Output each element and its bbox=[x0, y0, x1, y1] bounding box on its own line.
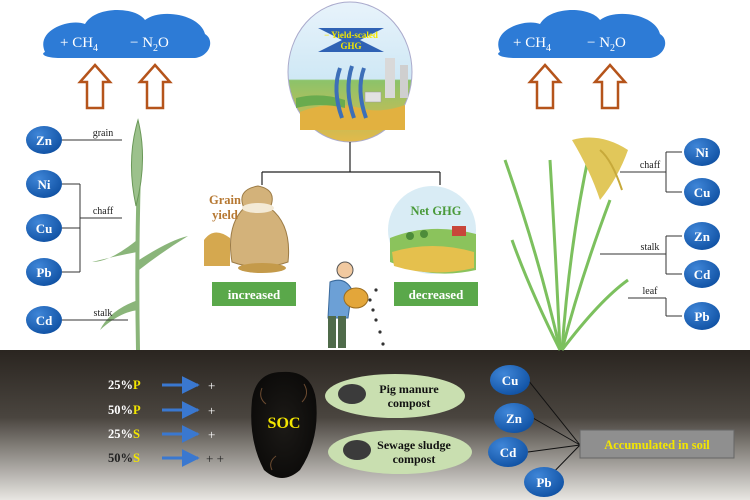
rice-metal-cu: Cu bbox=[684, 178, 720, 206]
wheat-stalk-label: stalk bbox=[94, 308, 113, 319]
rice-connector-lines bbox=[600, 151, 682, 317]
svg-text:Cu: Cu bbox=[694, 185, 711, 200]
wheat-chaff-label: chaff bbox=[93, 206, 114, 217]
grain-yield-label-line1: Grain bbox=[209, 193, 241, 207]
treatment-3-effect: + bbox=[208, 427, 215, 442]
rice-metal-pb: Pb bbox=[684, 302, 720, 330]
soil-band bbox=[0, 350, 750, 500]
soc-blob: SOC bbox=[251, 371, 317, 478]
farmer-figure bbox=[327, 261, 385, 348]
treatment-1-effect: + bbox=[208, 378, 215, 393]
svg-text:Cu: Cu bbox=[36, 221, 53, 236]
treatment-3-pct: 25%S bbox=[108, 427, 140, 441]
rice-leaf-label: leaf bbox=[643, 286, 659, 297]
svg-text:Pb: Pb bbox=[536, 475, 551, 490]
wheat-metal-zn: Zn bbox=[26, 126, 62, 154]
rice-metal-cd: Cd bbox=[684, 260, 720, 288]
treatment-1-pct: 25%P bbox=[108, 378, 141, 392]
yield-scaled-ghg-oval: − Yield-scaled GHG bbox=[287, 1, 413, 143]
net-ghg-label: Net GHG bbox=[410, 204, 461, 218]
treatment-row-3: 25%S + bbox=[108, 425, 215, 443]
oval-connector bbox=[261, 142, 441, 185]
treatment-4-effect: + + bbox=[206, 451, 224, 466]
treatment-row-1: 25%P + bbox=[108, 376, 215, 394]
sewage-sludge-line1: Sewage sludge bbox=[377, 438, 451, 452]
svg-text:Pb: Pb bbox=[36, 265, 51, 280]
n2o-label-right: − N2O bbox=[587, 35, 626, 54]
up-arrow-right-1 bbox=[527, 63, 563, 110]
soil-metal-cu: Cu bbox=[490, 365, 530, 395]
accumulated-in-soil-label: Accumulated in soil bbox=[604, 438, 710, 452]
sewage-sludge-line2: compost bbox=[393, 452, 436, 466]
rice-plant bbox=[503, 137, 629, 351]
svg-text:Zn: Zn bbox=[694, 229, 711, 244]
cloud-right: + CH4 − N2O bbox=[498, 9, 666, 58]
net-ghg-illustration bbox=[388, 186, 476, 274]
sewage-sludge-compost-pill: Sewage sludge compost bbox=[328, 430, 472, 474]
ch4-label-right: + CH4 bbox=[513, 35, 551, 54]
treatment-2-pct: 50%P bbox=[108, 403, 141, 417]
soc-label: SOC bbox=[268, 415, 301, 432]
up-arrow-right-2 bbox=[592, 63, 628, 110]
net-ghg-status: decreased bbox=[409, 287, 464, 302]
wheat-metal-cu: Cu bbox=[26, 214, 62, 242]
grain-yield-status: increased bbox=[228, 287, 281, 302]
ch4-label-left: + CH4 bbox=[60, 35, 98, 54]
up-arrow-left-2 bbox=[137, 63, 173, 110]
up-arrow-left-1 bbox=[77, 63, 113, 110]
rice-chaff-label: chaff bbox=[640, 160, 661, 171]
wheat-metal-ni: Ni bbox=[26, 170, 62, 198]
grain-sack-illustration bbox=[204, 185, 290, 273]
grain-yield-status-box: increased bbox=[212, 282, 296, 306]
rice-metal-ni: Ni bbox=[684, 138, 720, 166]
svg-text:Cu: Cu bbox=[502, 373, 519, 388]
svg-text:Cd: Cd bbox=[694, 267, 711, 282]
accumulated-in-soil-box: Accumulated in soil bbox=[579, 429, 735, 459]
soil-metal-zn: Zn bbox=[494, 403, 534, 433]
wheat-metal-pb: Pb bbox=[26, 258, 62, 286]
rice-stalk-label: stalk bbox=[641, 242, 660, 253]
ghg-title: GHG bbox=[340, 41, 361, 51]
yield-scaled-title: − Yield-scaled bbox=[324, 30, 378, 40]
svg-text:Ni: Ni bbox=[696, 145, 709, 160]
wheat-connector-lines bbox=[62, 139, 128, 321]
svg-text:Zn: Zn bbox=[506, 411, 523, 426]
treatment-row-2: 50%P + bbox=[108, 401, 215, 419]
pig-manure-line2: compost bbox=[388, 396, 431, 410]
n2o-label-left: − N2O bbox=[130, 35, 169, 54]
cloud-left: + CH4 − N2O bbox=[43, 9, 211, 58]
net-ghg-status-box: decreased bbox=[394, 282, 478, 306]
pig-manure-line1: Pig manure bbox=[379, 382, 439, 396]
svg-text:Cd: Cd bbox=[36, 313, 53, 328]
treatment-4-pct: 50%S bbox=[108, 451, 140, 465]
treatment-row-4: 50%S + + bbox=[108, 449, 224, 467]
grain-yield-label-line2: yield bbox=[212, 208, 238, 222]
soil-metal-pb: Pb bbox=[524, 467, 564, 497]
pig-manure-compost-pill: Pig manure compost bbox=[325, 374, 465, 418]
treatment-2-effect: + bbox=[208, 403, 215, 418]
svg-text:Cd: Cd bbox=[500, 445, 517, 460]
svg-text:Pb: Pb bbox=[694, 309, 709, 324]
svg-text:Zn: Zn bbox=[36, 133, 53, 148]
wheat-grain-label: grain bbox=[93, 128, 114, 139]
wheat-metal-cd: Cd bbox=[26, 306, 62, 334]
soil-metal-cd: Cd bbox=[488, 437, 528, 467]
wheat-plant bbox=[92, 118, 188, 351]
svg-text:Ni: Ni bbox=[38, 177, 51, 192]
rice-metal-zn: Zn bbox=[684, 222, 720, 250]
